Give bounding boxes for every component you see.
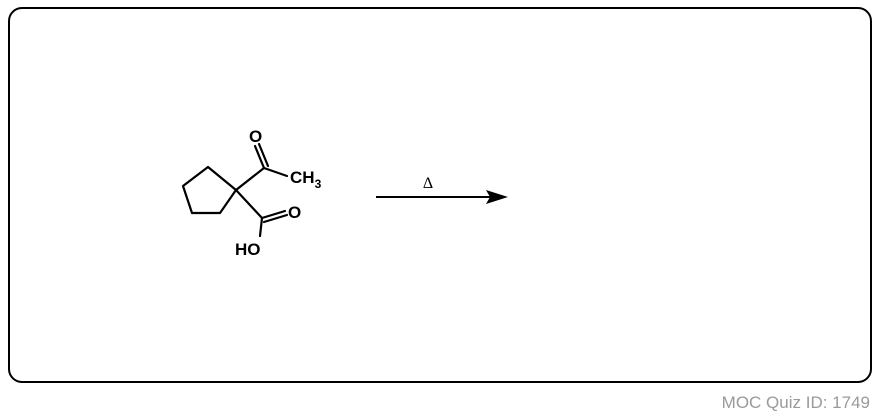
bond-acid-c-oh (258, 216, 264, 238)
bond-acid-co-2 (262, 213, 289, 224)
question-frame (8, 7, 872, 383)
cyclopentane-ring (181, 165, 238, 215)
atom-acid-oxygen: O (288, 203, 301, 222)
bond-ring-to-carbonyl (234, 166, 266, 192)
bond-carbonyl-to-methyl (262, 166, 289, 178)
bond-ketone-co-1 (253, 144, 266, 170)
reaction-arrow (376, 190, 508, 204)
arrowhead-icon (486, 190, 508, 204)
atom-ketone-oxygen: O (249, 127, 262, 146)
quiz-id-label: MOC Quiz ID: 1749 (721, 393, 870, 412)
reactant-molecule (181, 142, 289, 238)
atom-methyl: CH3 (290, 168, 322, 191)
atom-hydroxyl: HO (235, 240, 261, 259)
bond-ketone-co-2 (257, 142, 270, 168)
reaction-condition-heat: Δ (423, 175, 433, 192)
bond-acid-co-1 (260, 209, 287, 220)
bond-ring-to-acid-carbon (234, 188, 264, 220)
